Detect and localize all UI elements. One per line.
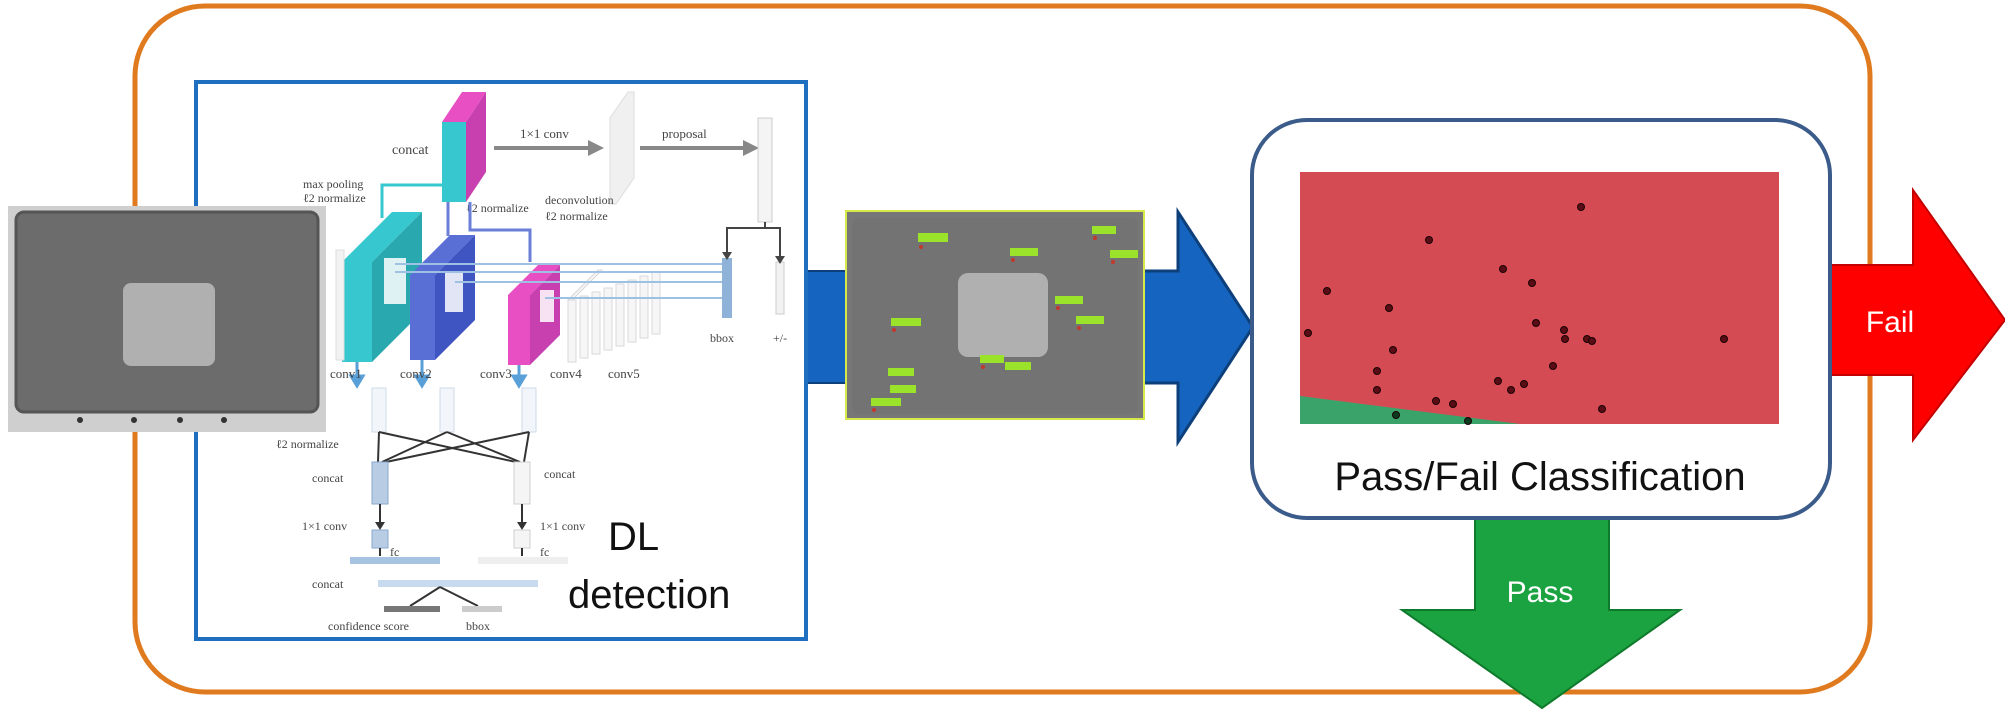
fail-region: [1300, 172, 1779, 424]
detections-image: [845, 210, 1145, 420]
label-fc-left: fc: [390, 545, 399, 559]
label-max-pooling: max pooling: [303, 177, 363, 191]
left-fc-bar: [350, 557, 440, 564]
label-conv4: conv4: [550, 366, 582, 381]
crossing-arrows: [377, 431, 530, 463]
label-conv1: conv1: [330, 366, 362, 381]
bbox-column: [722, 258, 732, 318]
label-concat-bottom: concat: [312, 577, 344, 591]
bottom-concat-bar: [378, 580, 538, 587]
label-concat-left: concat: [312, 471, 344, 485]
dl-label-line1: DL: [608, 515, 659, 559]
label-l2-normalize-mid: ℓ2 normalize: [466, 201, 529, 215]
label-1x1-conv-left: 1×1 conv: [302, 519, 347, 533]
input-image: [8, 206, 326, 432]
label-l2-normalize-left: ℓ2 normalize: [303, 191, 366, 205]
sample-points: [1304, 203, 1728, 425]
conv2-block: [410, 235, 475, 360]
arrow-to-classifier: [1133, 206, 1255, 448]
pass-arrow[interactable]: Pass: [1398, 509, 1684, 710]
top-concat-block: [442, 92, 486, 202]
pass-region: [1300, 396, 1520, 424]
label-bbox-bottom: bbox: [466, 619, 490, 633]
dl-label-line2: detection: [568, 573, 730, 617]
right-fc-bar: [478, 557, 568, 564]
label-proposal: proposal: [662, 126, 707, 141]
label-l2-normalize-lower: ℓ2 normalize: [276, 437, 339, 451]
label-conv5: conv5: [608, 366, 640, 381]
fail-label: Fail: [1866, 306, 1914, 339]
label-1x1-conv-right: 1×1 conv: [540, 519, 585, 533]
label-confidence-score: confidence score: [328, 619, 409, 633]
pass-label: Pass: [1507, 576, 1574, 609]
label-1x1-conv-top: 1×1 conv: [520, 126, 569, 141]
label-conv2: conv2: [400, 366, 432, 381]
label-concat-right: concat: [544, 467, 576, 481]
classifier-label: Pass/Fail Classification: [1334, 455, 1745, 499]
label-fc-right: fc: [540, 545, 549, 559]
conv1-block: [335, 212, 422, 362]
detection-tags: [871, 226, 1138, 406]
fail-arrow[interactable]: Fail: [1826, 186, 2005, 443]
conv4-conv5-layers: [566, 269, 661, 363]
right-concat-column: [513, 461, 531, 505]
plus-minus-column: [775, 261, 785, 315]
block-down-arrows: [348, 360, 528, 389]
classifier-panel: Pass/Fail Classification: [1250, 118, 1832, 520]
label-plus-minus: +/-: [773, 331, 787, 345]
label-l2-normalize-right: ℓ2 normalize: [545, 209, 608, 223]
label-deconvolution: deconvolution: [545, 193, 614, 207]
label-concat-top: concat: [392, 143, 429, 158]
conv3-block: [508, 265, 560, 365]
left-concat-column: [371, 461, 389, 505]
label-conv3: conv3: [480, 366, 512, 381]
label-bbox-right: bbox: [710, 331, 734, 345]
